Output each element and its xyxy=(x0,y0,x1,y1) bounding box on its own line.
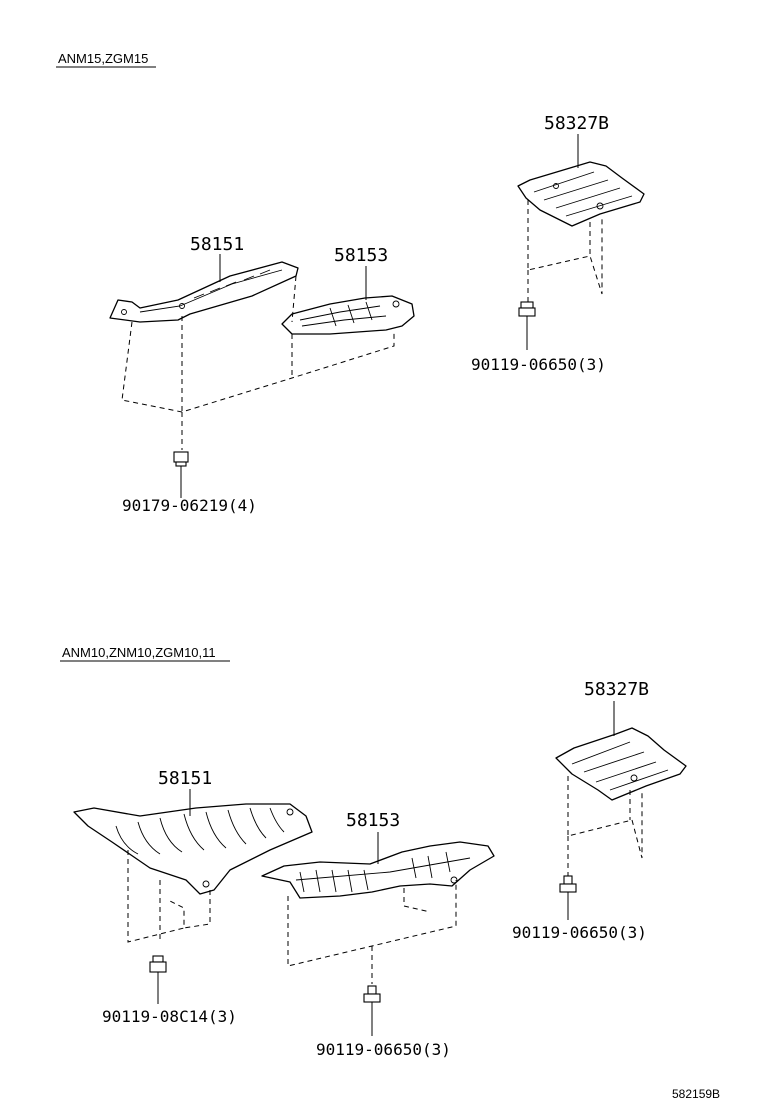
assembly-dash-lines xyxy=(121,200,603,450)
diagram-code: 582159B xyxy=(672,1087,720,1101)
fastener-number: 90119-08C14(3) xyxy=(102,1007,237,1026)
heat-shield-icon xyxy=(261,841,495,899)
heat-shield-icon xyxy=(517,161,645,227)
bolt-icon xyxy=(363,985,381,1036)
bolt-icon xyxy=(518,301,536,350)
heat-shield-icon xyxy=(555,727,687,801)
part-number-58327b: 58327B xyxy=(544,113,609,134)
section-anm15: ANM15,ZGM15 58151 58153 58327B xyxy=(56,51,645,515)
bolt-icon xyxy=(559,875,577,920)
model-label: ANM10,ZNM10,ZGM10,11 xyxy=(62,645,216,660)
fastener-number: 90119-06650(3) xyxy=(512,923,647,942)
bolt-icon xyxy=(173,451,189,498)
heat-shield-icon xyxy=(73,803,313,895)
bolt-icon xyxy=(149,955,167,1004)
heat-shield-icon xyxy=(281,295,415,335)
part-number-58153: 58153 xyxy=(334,245,388,266)
heat-shield-icon xyxy=(109,261,299,323)
part-number-58151: 58151 xyxy=(190,234,244,255)
fastener-number: 90119-06650(3) xyxy=(471,355,606,374)
model-label: ANM15,ZGM15 xyxy=(58,51,148,66)
assembly-dash-lines xyxy=(127,776,643,984)
fastener-number: 90119-06650(3) xyxy=(316,1040,451,1059)
section-anm10: ANM10,ZNM10,ZGM10,11 58151 58153 58327B xyxy=(60,645,687,1059)
part-number-58151: 58151 xyxy=(158,768,212,789)
part-number-58153: 58153 xyxy=(346,810,400,831)
fastener-number: 90179-06219(4) xyxy=(122,496,257,515)
part-number-58327b: 58327B xyxy=(584,679,649,700)
